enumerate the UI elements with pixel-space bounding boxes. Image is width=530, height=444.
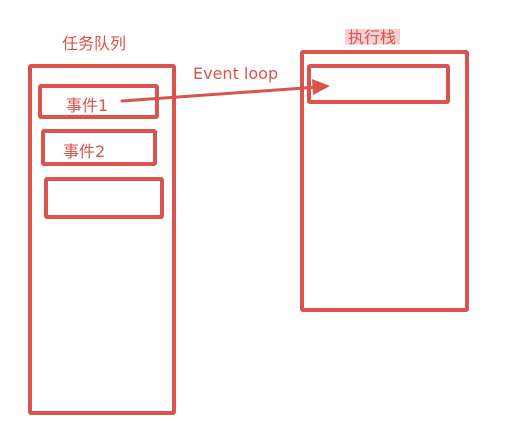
stack-item [307,64,450,104]
queue-item-event-2-label: 事件2 [63,142,106,161]
call-stack-box [300,50,469,312]
queue-item-event-2 [41,129,157,166]
call-stack-title: 执行栈 [345,24,401,48]
task-queue-box [28,64,176,415]
task-queue-title: 任务队列 [62,34,127,53]
event-loop-label: Event loop [193,64,279,83]
queue-item-event-1-label: 事件1 [66,96,109,115]
queue-item-empty [44,177,164,219]
